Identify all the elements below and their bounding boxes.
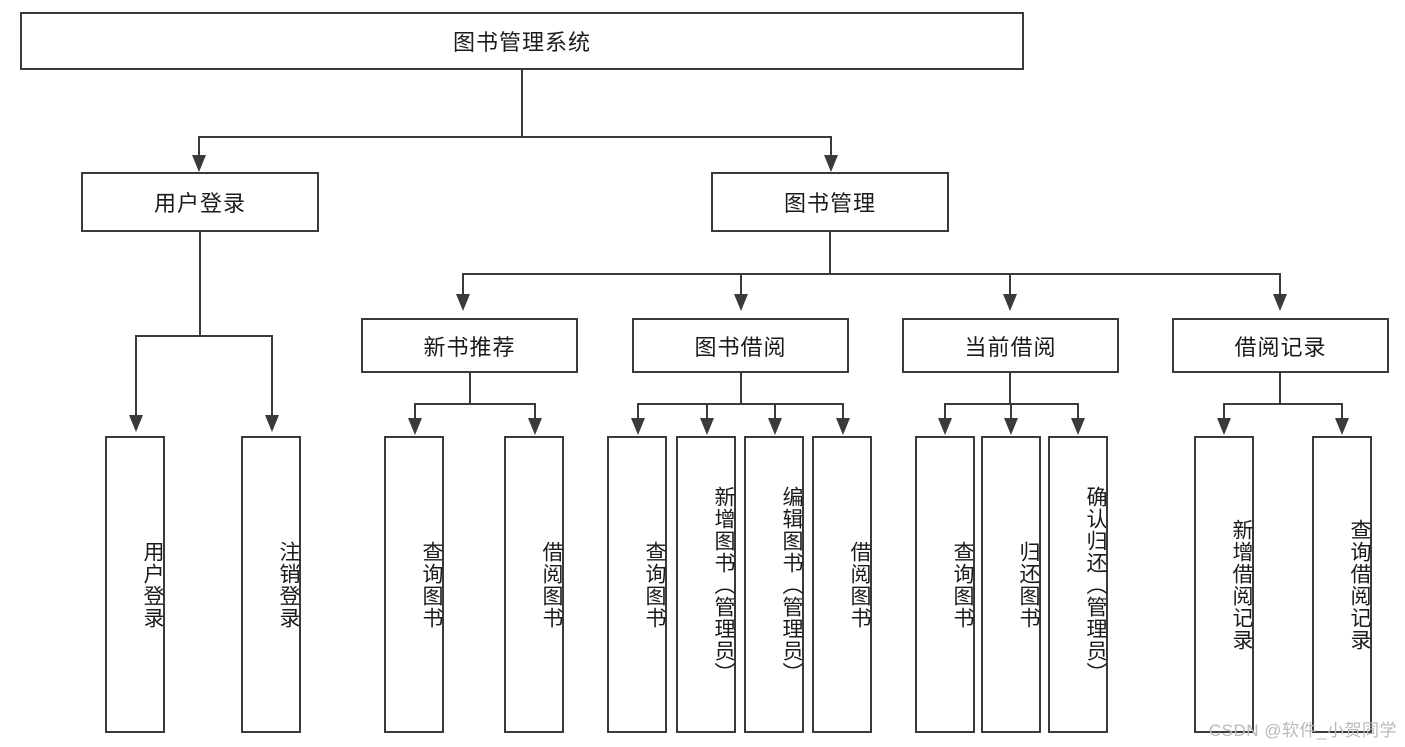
edge-drop-borrow-record <box>1279 273 1281 297</box>
node-label: 图书借阅 <box>694 334 787 360</box>
leaf-bb-add-book[interactable]: 新增图书（管理员） <box>676 436 736 733</box>
leaf-bb-borrow-book[interactable]: 借阅图书 <box>812 436 872 733</box>
arrow-to-leaf-cb-confirm-return <box>1071 418 1085 435</box>
node-borrow-record[interactable]: 借阅记录 <box>1172 318 1389 373</box>
leaf-br-add-record[interactable]: 新增借阅记录 <box>1194 436 1254 733</box>
edge-book-borrow-bus <box>637 403 843 405</box>
node-label: 图书管理系统 <box>452 30 591 55</box>
node-label: 查询图书 <box>643 540 666 629</box>
arrow-to-leaf-bb-add-book <box>700 418 714 435</box>
node-label: 查询借阅记录 <box>1348 518 1371 651</box>
edge-drop-bb-2 <box>706 403 708 419</box>
edge-user-login-stem <box>199 232 201 336</box>
arrow-to-leaf-cb-query-book <box>938 418 952 435</box>
edge-book-borrow-stem <box>740 373 742 404</box>
leaf-cb-return-book[interactable]: 归还图书 <box>981 436 1041 733</box>
node-user-login[interactable]: 用户登录 <box>81 172 319 232</box>
leaf-logout[interactable]: 注销登录 <box>241 436 301 733</box>
node-label: 借阅记录 <box>1234 334 1327 360</box>
leaf-bb-edit-book[interactable]: 编辑图书（管理员） <box>744 436 804 733</box>
edge-drop-bb-4 <box>842 403 844 419</box>
leaf-cb-confirm-return[interactable]: 确认归还（管理员） <box>1048 436 1108 733</box>
arrow-to-book-borrow <box>734 294 748 311</box>
arrow-to-leaf-cb-return-book <box>1004 418 1018 435</box>
edge-drop-user-login <box>198 136 200 158</box>
arrow-to-leaf-logout <box>265 415 279 432</box>
arrow-to-leaf-br-add-record <box>1217 418 1231 435</box>
node-label: 新书推荐 <box>423 334 516 360</box>
edge-drop-bb-1 <box>637 403 639 419</box>
arrow-to-new-book-recommend <box>456 294 470 311</box>
edge-new-book-bus <box>414 403 536 405</box>
node-label: 借阅图书 <box>540 540 563 629</box>
edge-current-borrow-stem <box>1009 373 1011 404</box>
node-label: 新增借阅记录 <box>1230 518 1253 651</box>
edge-book-management-stem <box>829 232 831 274</box>
arrow-to-user-login <box>192 155 206 172</box>
edge-book-management-bus <box>462 273 1279 275</box>
node-label: 确认归还（管理员） <box>1084 485 1107 684</box>
leaf-bb-query-book[interactable]: 查询图书 <box>607 436 667 733</box>
node-label: 借阅图书 <box>848 540 871 629</box>
edge-drop-book-management <box>830 136 832 158</box>
arrow-to-leaf-br-query-record <box>1335 418 1349 435</box>
arrow-to-current-borrow <box>1003 294 1017 311</box>
arrow-to-leaf-nb-borrow-book <box>528 418 542 435</box>
arrow-to-book-management <box>824 155 838 172</box>
edge-drop-br-2 <box>1341 403 1343 419</box>
edge-root-stem <box>521 70 523 137</box>
edge-drop-nb-2 <box>534 403 536 419</box>
node-label: 新增图书（管理员） <box>712 485 735 684</box>
node-current-borrow[interactable]: 当前借阅 <box>902 318 1119 373</box>
node-book-management[interactable]: 图书管理 <box>711 172 949 232</box>
node-root-book-management-system[interactable]: 图书管理系统 <box>20 12 1024 70</box>
node-label: 当前借阅 <box>964 334 1057 360</box>
node-label: 图书管理 <box>783 191 876 216</box>
edge-drop-cb-1 <box>944 403 946 419</box>
edge-drop-cb-2 <box>1010 403 1012 419</box>
edge-drop-user-login-1 <box>135 335 137 419</box>
node-book-borrow[interactable]: 图书借阅 <box>632 318 849 373</box>
edge-drop-current-borrow <box>1009 273 1011 297</box>
edge-user-login-bus <box>135 335 273 337</box>
arrow-to-borrow-record <box>1273 294 1287 311</box>
node-label: 注销登录 <box>277 540 300 629</box>
node-label: 查询图书 <box>951 540 974 629</box>
edge-drop-nb-1 <box>414 403 416 419</box>
arrow-to-leaf-user-login <box>129 415 143 432</box>
node-label: 用户登录 <box>141 540 164 629</box>
edge-drop-book-borrow <box>740 273 742 297</box>
edge-borrow-record-stem <box>1279 373 1281 404</box>
leaf-nb-query-book[interactable]: 查询图书 <box>384 436 444 733</box>
leaf-nb-borrow-book[interactable]: 借阅图书 <box>504 436 564 733</box>
node-label: 归还图书 <box>1017 540 1040 629</box>
node-label: 编辑图书（管理员） <box>780 485 803 684</box>
edge-drop-user-login-2 <box>271 335 273 419</box>
edge-new-book-stem <box>469 373 471 404</box>
edge-drop-new-book <box>462 273 464 297</box>
leaf-user-login[interactable]: 用户登录 <box>105 436 165 733</box>
edge-drop-cb-3 <box>1077 403 1079 419</box>
edge-borrow-record-bus <box>1223 403 1342 405</box>
arrow-to-leaf-nb-query-book <box>408 418 422 435</box>
leaf-cb-query-book[interactable]: 查询图书 <box>915 436 975 733</box>
leaf-br-query-record[interactable]: 查询借阅记录 <box>1312 436 1372 733</box>
node-new-book-recommend[interactable]: 新书推荐 <box>361 318 578 373</box>
arrow-to-leaf-bb-borrow-book <box>836 418 850 435</box>
edge-drop-bb-3 <box>774 403 776 419</box>
edge-drop-br-1 <box>1223 403 1225 419</box>
arrow-to-leaf-bb-query-book <box>631 418 645 435</box>
edge-root-bus <box>198 136 832 138</box>
node-label: 查询图书 <box>420 540 443 629</box>
arrow-to-leaf-bb-edit-book <box>768 418 782 435</box>
node-label: 用户登录 <box>153 191 246 216</box>
